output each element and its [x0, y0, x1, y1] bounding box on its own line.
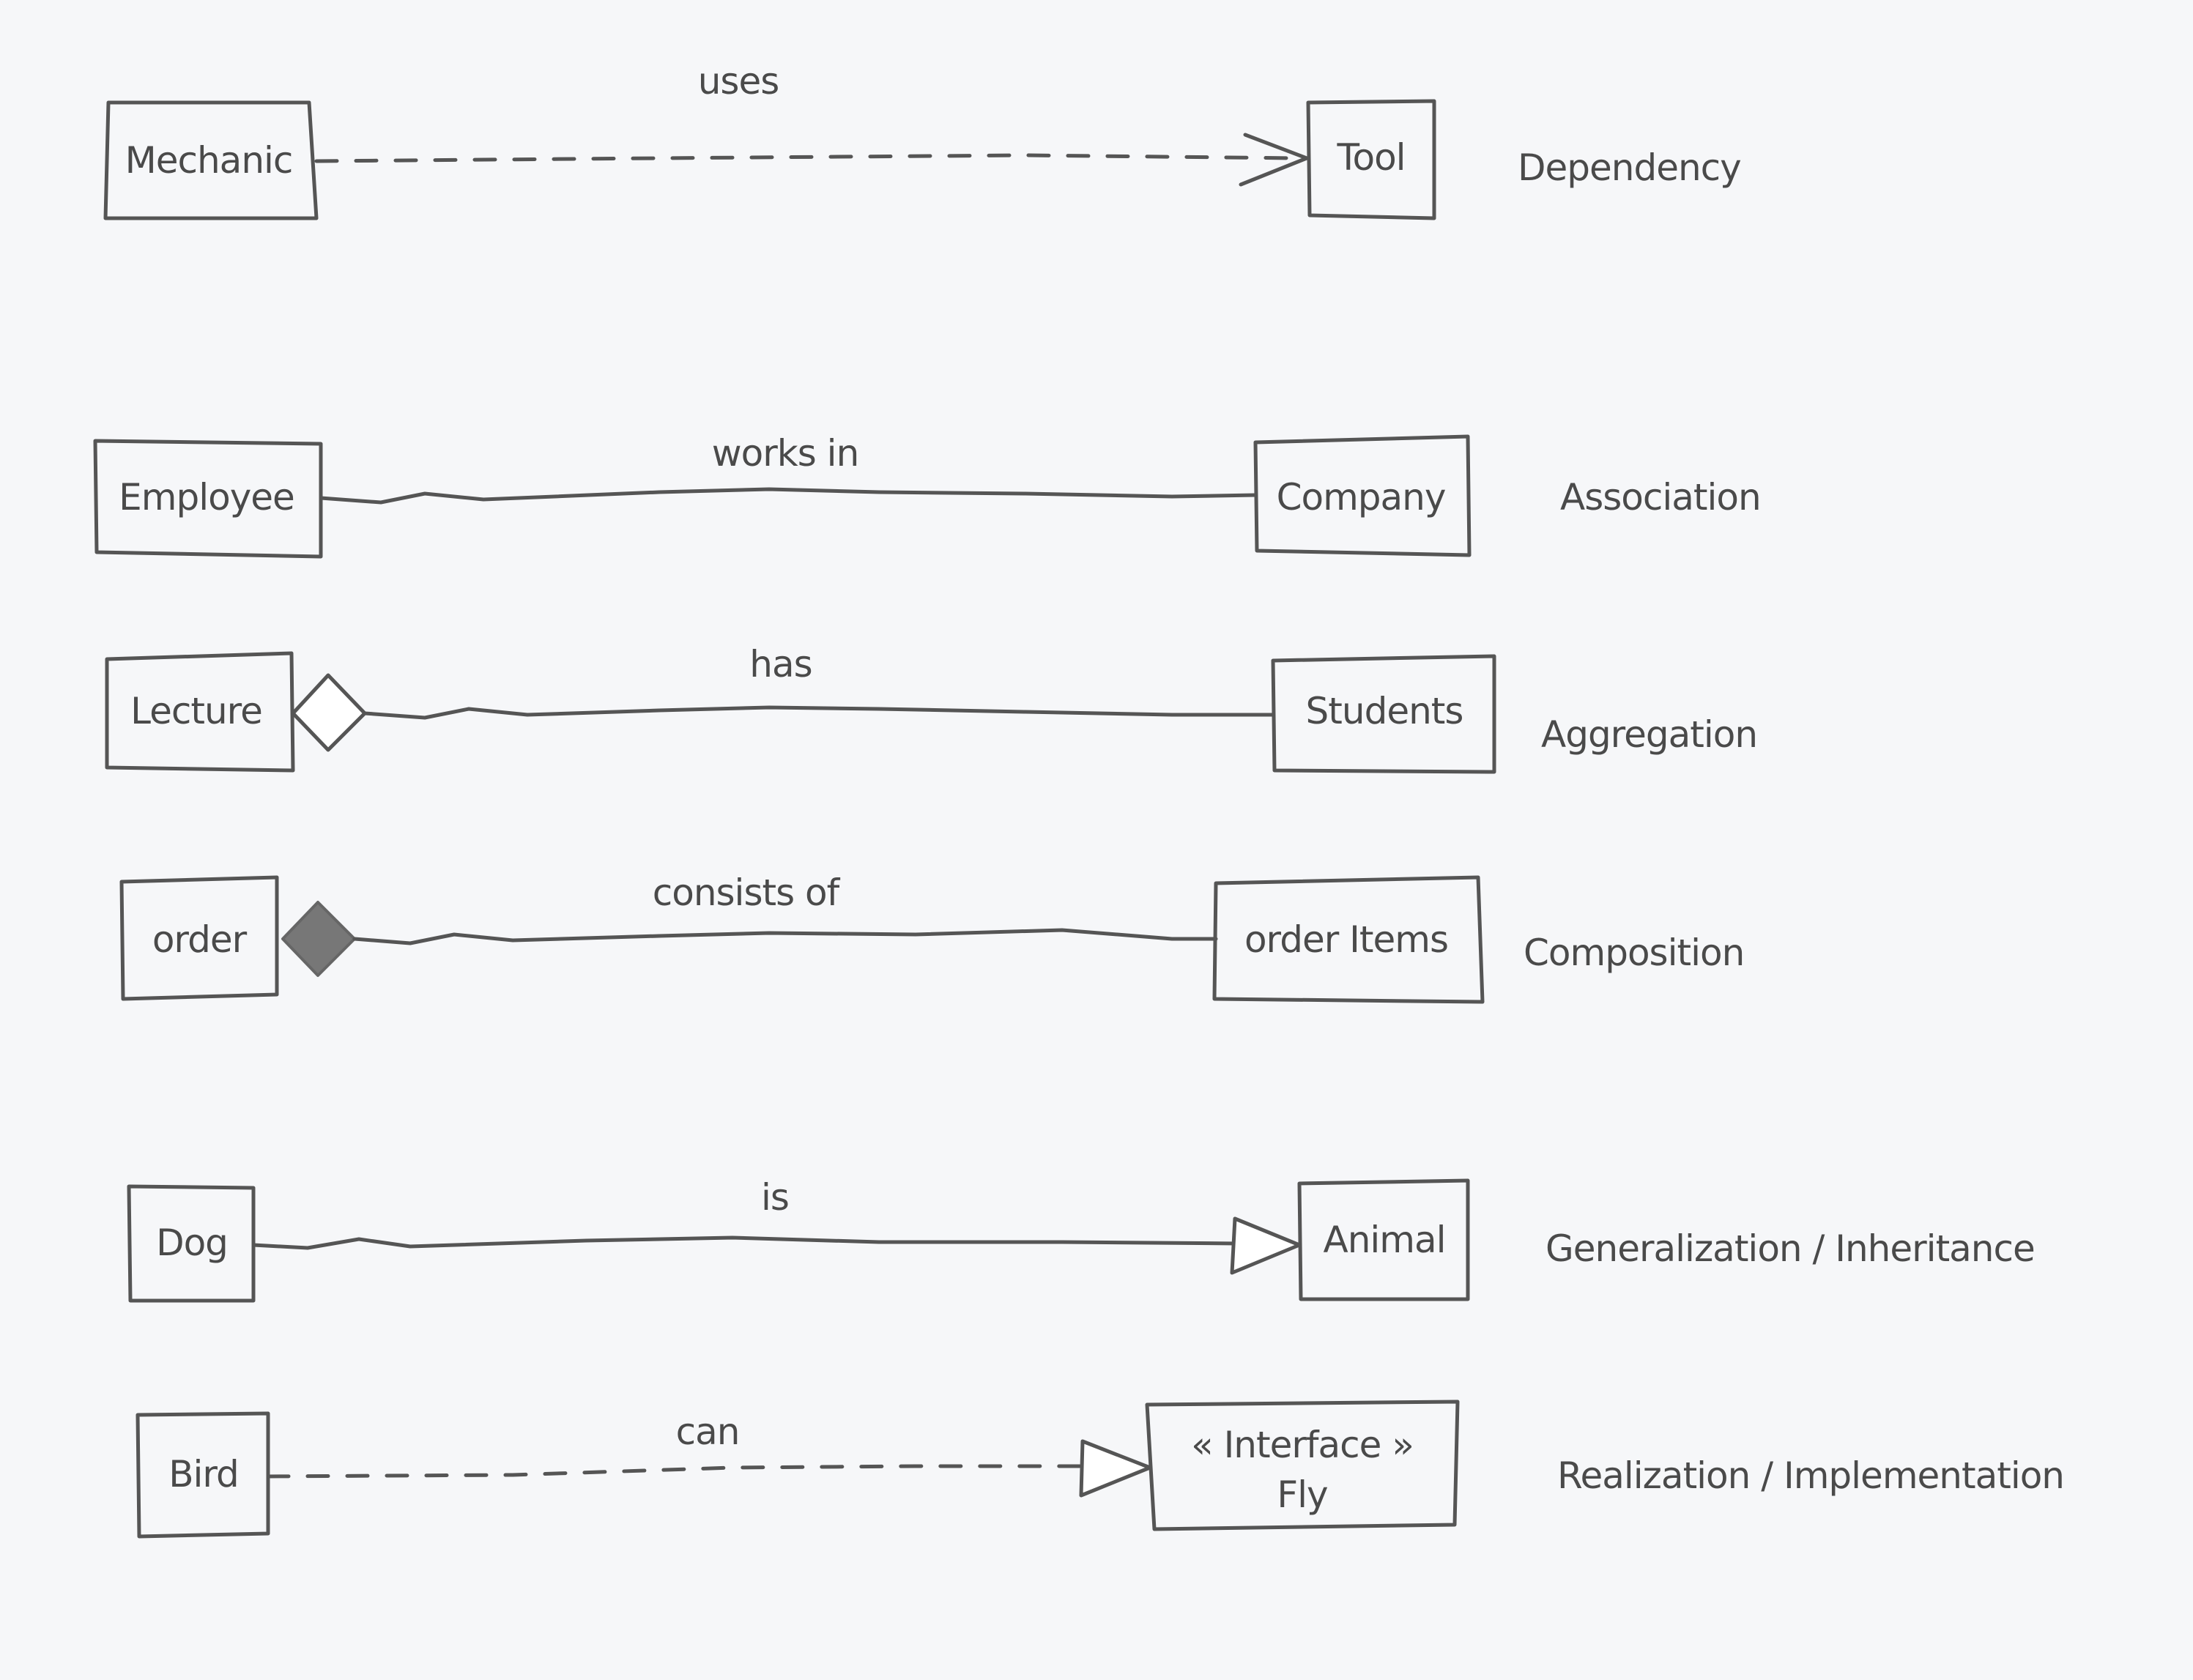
lecture-class-box [105, 651, 295, 773]
composition-row: order order Items consists of Compositio… [119, 871, 1745, 1004]
association-line [319, 487, 1258, 505]
hollow-triangle-arrowhead-icon [1230, 1216, 1302, 1275]
realization-row: Bird « Interface » Fly can Realization /… [136, 1400, 2065, 1539]
fly-interface-box [1145, 1400, 1460, 1531]
generalization-label: is [761, 1176, 789, 1219]
open-arrowhead-icon [1239, 133, 1309, 187]
company-class-name: Company [1277, 476, 1446, 519]
students-class-box [1271, 654, 1496, 774]
filled-diamond-icon [281, 901, 356, 977]
lecture-class-name: Lecture [130, 690, 262, 732]
dependency-line [314, 153, 1300, 163]
animal-class-name: Animal [1323, 1219, 1445, 1261]
composition-line [352, 928, 1218, 945]
aggregation-kind-label: Aggregation [1541, 713, 1757, 756]
generalization-kind-label: Generalization / Inheritance [1546, 1227, 2035, 1270]
tool-class-box [1306, 99, 1436, 220]
dependency-kind-label: Dependency [1518, 146, 1741, 189]
realization-kind-label: Realization / Implementation [1557, 1454, 2064, 1497]
employee-class-box [93, 439, 323, 559]
students-class-name: Students [1306, 690, 1463, 732]
hollow-diamond-icon [291, 673, 367, 752]
bird-class-box [136, 1411, 270, 1539]
aggregation-label: has [749, 643, 812, 685]
association-row: Employee Company works in Association [93, 432, 1762, 559]
dependency-label: uses [698, 60, 779, 103]
order-items-class-name: order Items [1244, 918, 1448, 961]
composition-label: consists of [653, 871, 841, 914]
order-class-name: order [152, 918, 248, 961]
hollow-triangle-arrowhead-icon [1079, 1439, 1152, 1498]
mechanic-class-name: Mechanic [125, 139, 293, 182]
realization-label: can [676, 1410, 740, 1453]
employee-class-name: Employee [119, 476, 294, 519]
dependency-row: Mechanic Tool uses Dependency [103, 60, 1742, 220]
aggregation-line [363, 705, 1275, 720]
generalization-line [251, 1235, 1240, 1250]
animal-class-box [1297, 1178, 1470, 1301]
company-class-box [1253, 434, 1472, 557]
aggregation-row: Lecture Students has Aggregation [105, 643, 1758, 774]
dog-class-name: Dog [156, 1222, 228, 1264]
tool-class-name: Tool [1336, 136, 1405, 179]
mechanic-class-box [103, 100, 319, 220]
realization-line [266, 1464, 1086, 1479]
bird-class-name: Bird [168, 1453, 239, 1495]
fly-interface-name: Fly [1277, 1473, 1328, 1516]
association-kind-label: Association [1560, 476, 1761, 519]
association-label: works in [712, 432, 859, 475]
fly-interface-stereotype: « Interface » [1191, 1424, 1414, 1466]
composition-kind-label: Composition [1524, 932, 1744, 974]
generalization-row: Dog Animal is Generalization / Inheritan… [127, 1176, 2036, 1303]
dog-class-box [127, 1184, 256, 1303]
order-class-box [119, 875, 279, 1001]
order-items-class-box [1212, 875, 1485, 1004]
